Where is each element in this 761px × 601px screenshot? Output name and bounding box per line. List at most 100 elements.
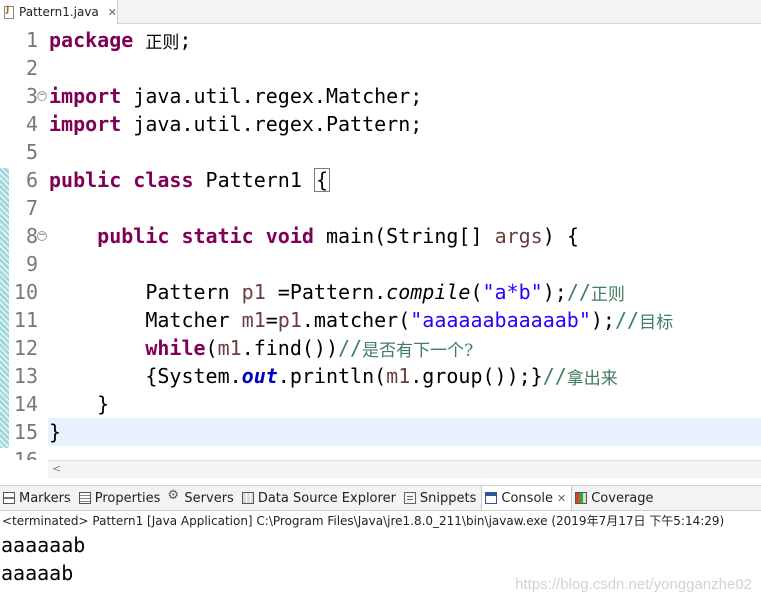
- indent: [49, 224, 97, 248]
- code-token: ;: [179, 28, 192, 52]
- parameter: args: [494, 224, 543, 248]
- indent: [49, 392, 97, 416]
- line-number: 10: [13, 280, 38, 304]
- local-variable: p1: [277, 308, 302, 332]
- tab-label: Markers: [19, 490, 71, 506]
- local-variable: m1: [217, 336, 242, 360]
- code-line-3[interactable]: 3 − import java.util.regex.Matcher;: [0, 82, 761, 110]
- fold-collapse-icon[interactable]: −: [37, 230, 47, 241]
- indent: [49, 364, 145, 388]
- code-line-15[interactable]: 15 }: [0, 418, 761, 446]
- tab-console[interactable]: Console ✕: [481, 486, 573, 510]
- line-number: 14: [13, 392, 38, 416]
- console-line: aaaaab: [1, 561, 74, 585]
- code-token: );: [542, 280, 567, 304]
- code-line-4[interactable]: 4 import java.util.regex.Pattern;: [0, 110, 761, 138]
- code-line-10[interactable]: 10 Pattern p1 =Pattern.compile("a*b");//…: [0, 278, 761, 306]
- code-line-8[interactable]: 8 − public static void main(String[] arg…: [0, 222, 761, 250]
- code-token: }: [49, 420, 62, 444]
- tab-properties[interactable]: Properties: [76, 486, 166, 510]
- comment: 是否有下一个?: [362, 340, 474, 361]
- scroll-left-icon[interactable]: <: [52, 462, 62, 475]
- keyword: package: [49, 28, 134, 52]
- indent: [49, 280, 145, 304]
- static-method: compile: [386, 280, 471, 304]
- close-icon[interactable]: ✕: [557, 491, 567, 505]
- code-line-2[interactable]: 2: [0, 54, 761, 82]
- code-token: }: [97, 392, 110, 416]
- tab-coverage[interactable]: Coverage: [572, 486, 658, 510]
- code-token: Matcher: [145, 308, 242, 332]
- line-number: 15: [13, 420, 38, 444]
- code-token: =: [265, 308, 278, 332]
- horizontal-scrollbar[interactable]: <: [48, 460, 761, 478]
- line-number: 2: [25, 56, 38, 80]
- line-number: 13: [13, 364, 38, 388]
- line-number: 9: [25, 252, 38, 276]
- code-editor[interactable]: 1 package 正则; 2 3 − import java.util.reg…: [0, 24, 761, 460]
- indent: [49, 308, 145, 332]
- code-token: .find()): [241, 336, 339, 360]
- markers-icon: [3, 492, 15, 504]
- tab-snippets[interactable]: Snippets: [401, 486, 481, 510]
- tab-label: Servers: [184, 490, 234, 506]
- tab-label: Coverage: [591, 490, 654, 506]
- code-line-5[interactable]: 5: [0, 138, 761, 166]
- comment: //: [338, 336, 363, 360]
- code-line-6[interactable]: 6 public class Pattern1 {: [0, 166, 761, 194]
- line-number: 4: [25, 112, 38, 136]
- code-token: );: [590, 308, 615, 332]
- line-number: 5: [25, 140, 38, 164]
- tab-data-source-explorer[interactable]: Data Source Explorer: [239, 486, 401, 510]
- line-number: 11: [13, 308, 38, 332]
- close-icon[interactable]: ✕: [107, 5, 117, 19]
- tab-servers[interactable]: Servers: [165, 486, 238, 510]
- static-field: out: [241, 364, 278, 388]
- tab-markers[interactable]: Markers: [0, 486, 76, 510]
- code-line-9[interactable]: 9: [0, 250, 761, 278]
- code-token: .println(: [277, 364, 387, 388]
- comment: 正则: [590, 284, 625, 305]
- comment: //: [566, 280, 591, 304]
- code-line-11[interactable]: 11 Matcher m1=p1.matcher("aaaaaabaaaaab"…: [0, 306, 761, 334]
- code-token: java.util.regex.Pattern;: [121, 112, 423, 136]
- code-line-13[interactable]: 13 {System.out.println(m1.group());}//拿出…: [0, 362, 761, 390]
- current-line-highlight: [48, 418, 761, 446]
- code-line-7[interactable]: 7: [0, 194, 761, 222]
- keyword: static: [181, 224, 254, 248]
- editor-tab-pattern1[interactable]: Pattern1.java ✕: [0, 0, 118, 24]
- matching-brace: {: [313, 168, 330, 192]
- code-token: java.util.regex.Matcher;: [121, 84, 423, 108]
- servers-icon: [167, 488, 180, 504]
- tab-label: Data Source Explorer: [257, 490, 396, 506]
- code-line-16[interactable]: 16: [0, 446, 761, 460]
- comment: 目标: [639, 312, 674, 333]
- fold-collapse-icon[interactable]: −: [37, 90, 47, 101]
- local-variable: m1: [241, 308, 266, 332]
- tab-label: Console: [501, 490, 554, 506]
- code-token: main(String[]: [313, 224, 495, 248]
- code-token: .group());}: [410, 364, 543, 388]
- line-number: 16: [13, 448, 38, 460]
- line-number: 1: [25, 28, 38, 52]
- code-token: (: [470, 280, 483, 304]
- tab-label: Properties: [94, 490, 161, 506]
- code-line-14[interactable]: 14 }: [0, 390, 761, 418]
- string-literal: "aaaaaabaaaaab": [410, 308, 591, 332]
- line-number: 3: [25, 84, 38, 108]
- keyword: void: [265, 224, 314, 248]
- local-variable: p1: [241, 280, 266, 304]
- line-number: 7: [25, 196, 38, 220]
- editor-tab-bar: Pattern1.java ✕: [0, 0, 761, 24]
- code-line-12[interactable]: 12 while(m1.find())//是否有下一个?: [0, 334, 761, 362]
- keyword: import: [49, 112, 122, 136]
- keyword: public: [49, 168, 122, 192]
- keyword: class: [133, 168, 194, 192]
- line-number: 6: [25, 168, 38, 192]
- code-line-1[interactable]: 1 package 正则;: [0, 26, 761, 54]
- code-token: (: [205, 336, 218, 360]
- console-output[interactable]: aaaaaab aaaaab: [0, 531, 761, 601]
- comment: //: [542, 364, 567, 388]
- console-icon: [485, 492, 498, 504]
- tab-label: Snippets: [419, 490, 477, 506]
